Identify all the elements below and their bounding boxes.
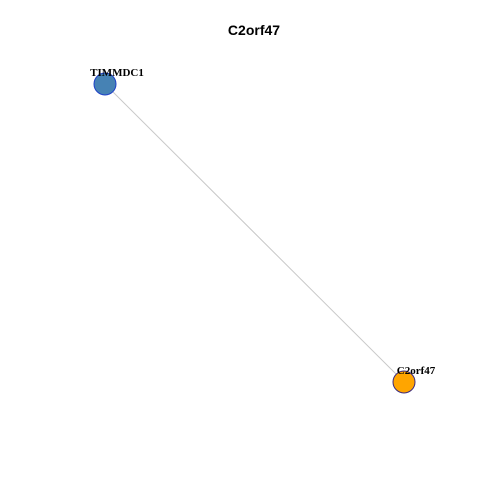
node-timmdc1-label: TIMMDC1 xyxy=(90,67,144,79)
node-timmdc1-circle xyxy=(93,72,117,96)
node-timmdc1: TIMMDC1 xyxy=(90,67,144,96)
node-c2orf47: C2orf47 xyxy=(392,365,436,394)
figure-title: C2orf47 xyxy=(228,22,280,38)
edge-timmdc1-c2orf47 xyxy=(104,83,405,383)
node-c2orf47-circle xyxy=(392,370,416,394)
node-c2orf47-label: C2orf47 xyxy=(397,365,436,377)
